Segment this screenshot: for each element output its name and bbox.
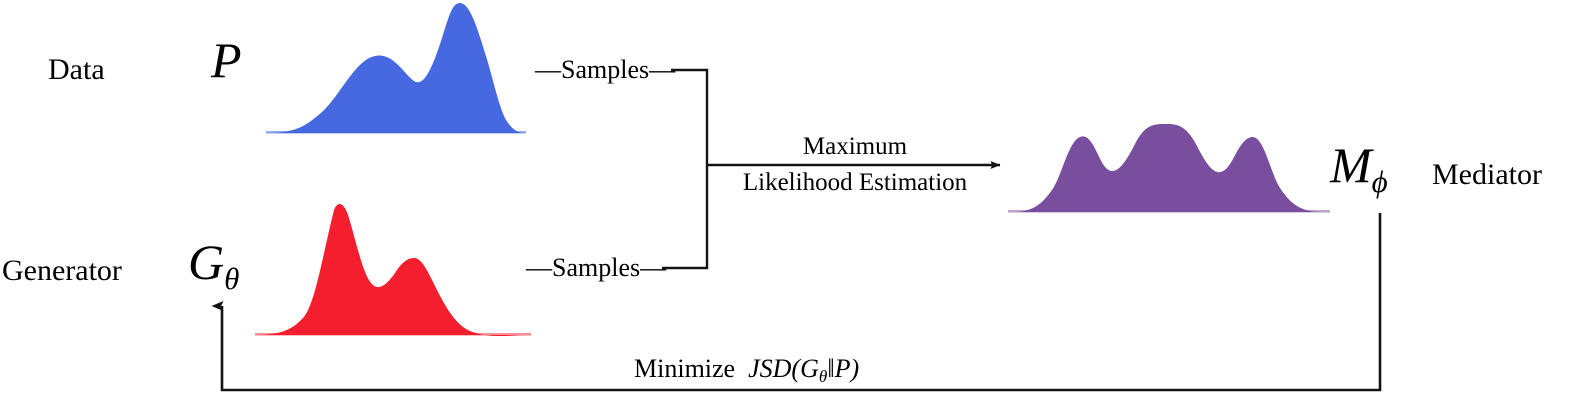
mediator-curve-baseline [1008,210,1330,213]
samples-top-lead-dash: — [535,55,561,84]
mediator-symbol-base: M [1330,137,1372,193]
feedback-paren-open: ( [791,354,801,383]
feedback-label: Minimize JSD(Gθ‖P) [634,354,860,387]
generator-symbol-base: G [188,234,225,290]
samples-bottom-label: —Samples— [526,255,666,281]
data-distribution-curve [266,3,526,133]
feedback-paren-close: ) [850,354,860,383]
samples-top-trail-dash: — [649,55,676,84]
generator-distribution-curve [255,203,524,337]
generator-curve-baseline [255,333,531,336]
generator-symbol-subscript: θ [224,260,240,296]
samples-top-connector [671,68,709,165]
samples-bottom-lead-dash: — [526,253,552,282]
data-symbol: P [211,35,242,85]
mle-label-line1: Maximum [802,133,908,160]
samples-bottom-connector [662,165,709,270]
feedback-double-bar: ‖ [827,354,835,383]
samples-bottom-text: Samples [552,253,641,282]
mle-label-line2: Likelihood Estimation [742,169,968,196]
feedback-generator-subscript: θ [818,367,828,387]
mediator-label: Mediator [1432,158,1542,191]
feedback-jsd: JSD [748,354,792,383]
feedback-generator-symbol: G [800,354,819,383]
feedback-prefix: Minimize [634,354,736,383]
feedback-data-symbol: P [834,354,851,383]
data-label: Data [48,53,105,86]
generator-label: Generator [2,254,122,287]
data-curve-baseline [266,131,526,134]
samples-top-text: Samples [561,55,650,84]
mediator-symbol: Mϕ [1330,140,1388,197]
mediator-symbol-subscript: ϕ [1371,163,1388,199]
samples-top-label: —Samples— [535,57,675,83]
feedback-arrow [211,213,1382,392]
generator-symbol: Gθ [188,237,239,294]
feedback-gap [735,354,748,383]
mediator-distribution-curve [1013,123,1322,212]
samples-bottom-trail-dash: — [640,253,667,282]
data-symbol-base: P [211,32,242,88]
